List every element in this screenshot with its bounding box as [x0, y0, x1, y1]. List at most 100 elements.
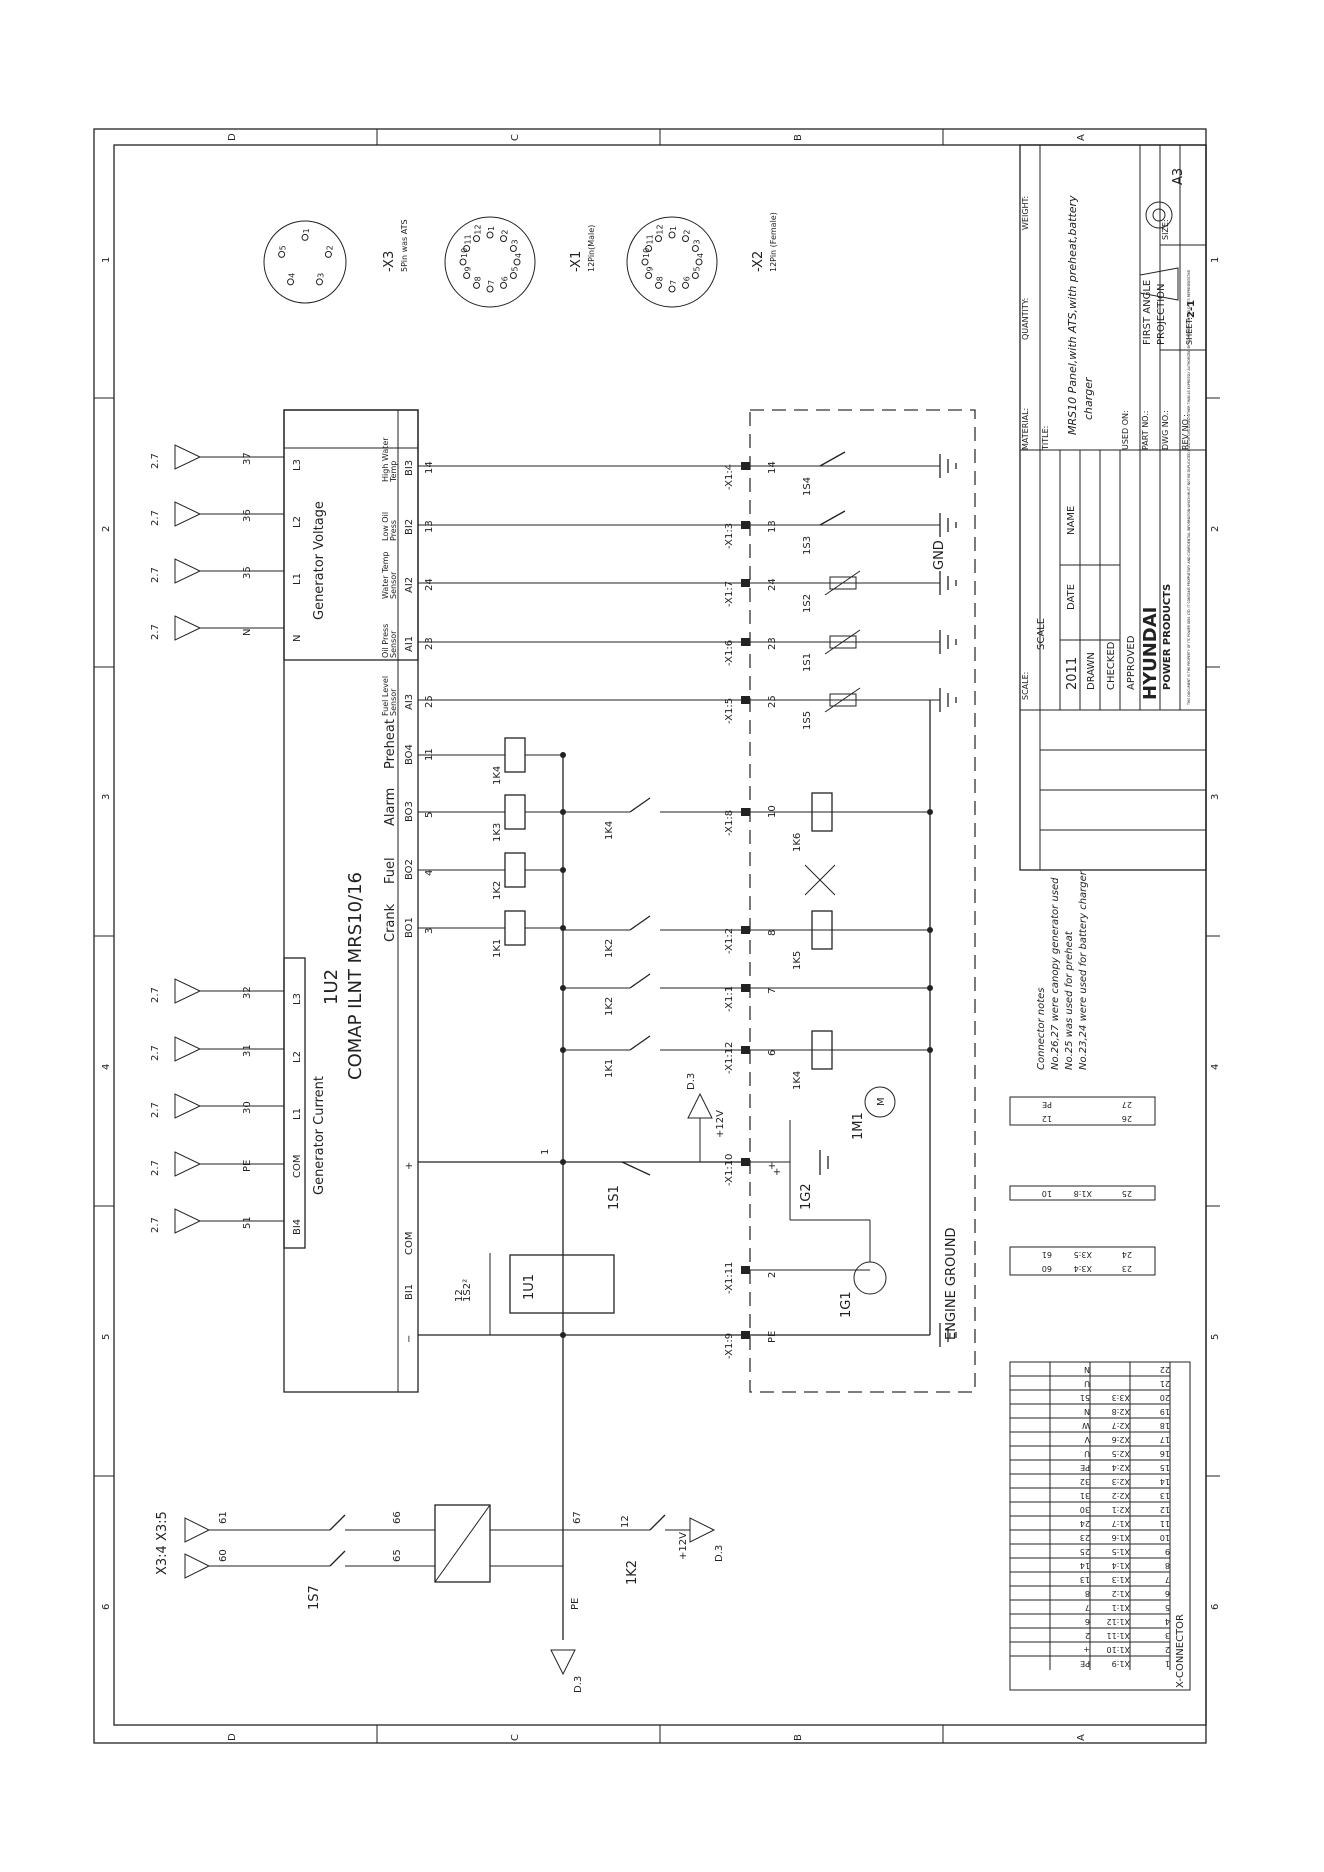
connector-pin-number: 1	[302, 228, 311, 233]
x-connector-cell: 6	[1165, 1589, 1170, 1598]
controller-terminal: COM	[404, 1232, 415, 1255]
rectifier-symbol	[434, 1504, 491, 1583]
voltage-wire: 35	[242, 566, 253, 579]
wire-66: 66	[392, 1511, 403, 1524]
x1-pin: -X1:10	[724, 1154, 735, 1186]
plus12v-top: +12V	[715, 1110, 726, 1138]
x-connector-cell: X2:6	[1112, 1435, 1130, 1444]
current-arrow-ref: 2.7	[150, 1217, 161, 1233]
x-connector-small-cell: 60	[1042, 1264, 1052, 1273]
connector-pin-number: 6	[683, 276, 692, 281]
connector-pin-number: 2	[501, 230, 510, 235]
x1-pin-number: PE	[767, 1331, 778, 1343]
x-connector-cell: 1	[1165, 1659, 1170, 1668]
current-wire: 30	[242, 1101, 253, 1114]
connector-pin	[695, 258, 703, 266]
tb-size: A3	[1171, 168, 1186, 185]
output-name: Alarm	[383, 788, 398, 826]
connector-x1-ref: -X1	[569, 251, 584, 272]
connector-pin-number: 10	[460, 248, 469, 258]
x1-pin: -X1:5	[724, 698, 735, 724]
supply-ref: X3:4 X3:5	[155, 1511, 170, 1575]
connector-pin-number: 8	[656, 276, 665, 281]
x-connector-cell: 7	[1165, 1575, 1170, 1584]
connector-pin	[645, 245, 653, 252]
current-arrow	[174, 978, 202, 1004]
connector-pin	[668, 285, 676, 293]
connector-pin-number: 1	[487, 226, 496, 231]
output-terminal-BO2: BO2	[404, 859, 415, 880]
voltage-arrow	[174, 444, 202, 470]
connector-pin	[509, 272, 517, 279]
output-name: Crank	[383, 903, 398, 942]
voltage-wire: N	[242, 629, 253, 636]
input-name-2: Press	[389, 520, 398, 541]
connector-pin	[513, 258, 521, 266]
engine-relay-label: 1K6	[792, 833, 803, 852]
x-connector-cell: X1:9	[1112, 1659, 1130, 1668]
x-connector-small-cell: 61	[1042, 1250, 1052, 1259]
x-connector-cell: X1:1	[1112, 1603, 1130, 1612]
x-connector-cell: X2:2	[1112, 1491, 1130, 1500]
x-connector-title: X-CONNECTOR	[1175, 1614, 1186, 1688]
switch-1s2-label: 1S2²	[462, 1279, 473, 1302]
current-arrow-ref: 2.7	[150, 1102, 161, 1118]
connector-pin-number: 3	[692, 239, 701, 244]
x1-pin: -X1:11	[724, 1262, 735, 1294]
x-connector-small-cell: 23	[1122, 1264, 1132, 1273]
connector-pin-number: 11	[646, 234, 655, 244]
input-name: Low Oil	[381, 512, 390, 541]
connector-pin-number: 5	[692, 266, 701, 271]
x1-pin-number: 10	[767, 805, 778, 818]
controller-terminal: −	[404, 1335, 415, 1343]
x-connector-cell: V	[1084, 1435, 1090, 1444]
connector-pin-number: 4	[288, 273, 297, 278]
current-terminal-L2: L2	[292, 1051, 303, 1063]
input-terminal-AI1: AI1	[404, 636, 415, 652]
x-connector-cell: X1:10	[1107, 1645, 1130, 1654]
connector-pin-number: 3	[510, 239, 519, 244]
connector-x1-desc: 12Pin(Male)	[587, 225, 596, 272]
projection-symbol	[1145, 201, 1173, 229]
voltage-terminal-N: N	[292, 635, 303, 642]
x-connector-cell: 22	[1160, 1365, 1170, 1374]
x-connector-cell: 11	[1160, 1519, 1170, 1528]
current-wire: 51	[242, 1216, 253, 1229]
charger-1u1: 1U1 12 1S2²	[454, 1253, 615, 1335]
connector-x3-desc: 5Pin was ATS	[400, 219, 409, 272]
tb-projection-1: FIRST ANGLE	[1142, 280, 1153, 345]
relay-coil	[504, 852, 526, 888]
x-connector-cell: X2:8	[1112, 1407, 1130, 1416]
controller-model: COMAP ILNT MRS10/16	[345, 872, 366, 1080]
output-name: Fuel	[383, 857, 398, 884]
outer-frame	[93, 128, 1207, 1744]
x-connector-cell: 8	[1165, 1561, 1170, 1570]
connector-pin-number: 11	[464, 234, 473, 244]
bus-one-label: 1	[540, 1149, 551, 1155]
tb-sheet-label: SHEET:	[1185, 317, 1194, 345]
x1-pin: -X1:12	[724, 1042, 735, 1074]
input-name: Water Temp	[381, 551, 390, 599]
input-name: High Water	[381, 437, 390, 482]
voltage-terminal-L2: L2	[292, 516, 303, 528]
connector-x3-ref: -X3	[382, 251, 397, 272]
contact-label: 1K4	[604, 821, 615, 840]
input-terminal-BI3: BI3	[404, 460, 415, 476]
voltage-arrow-ref: 2.7	[150, 567, 161, 583]
input-name-2: Temp	[389, 461, 398, 483]
current-arrow-ref: 2.7	[150, 1045, 161, 1061]
x-connector-cell: X1:4	[1112, 1561, 1130, 1570]
x-connector-cell: 15	[1160, 1463, 1170, 1472]
note-line: No.23,24 were used for battery charger	[1078, 870, 1089, 1070]
connector-pin	[645, 272, 653, 279]
x-connector-small-cell: PE	[1042, 1100, 1052, 1109]
starter-motor-symbol	[864, 1086, 896, 1118]
connector-x2-ref: -X2	[751, 251, 766, 272]
voltage-terminal-L1: L1	[292, 573, 303, 585]
connector-pin-number: 12	[656, 224, 665, 234]
x-connector-cell: 12	[1160, 1505, 1170, 1514]
